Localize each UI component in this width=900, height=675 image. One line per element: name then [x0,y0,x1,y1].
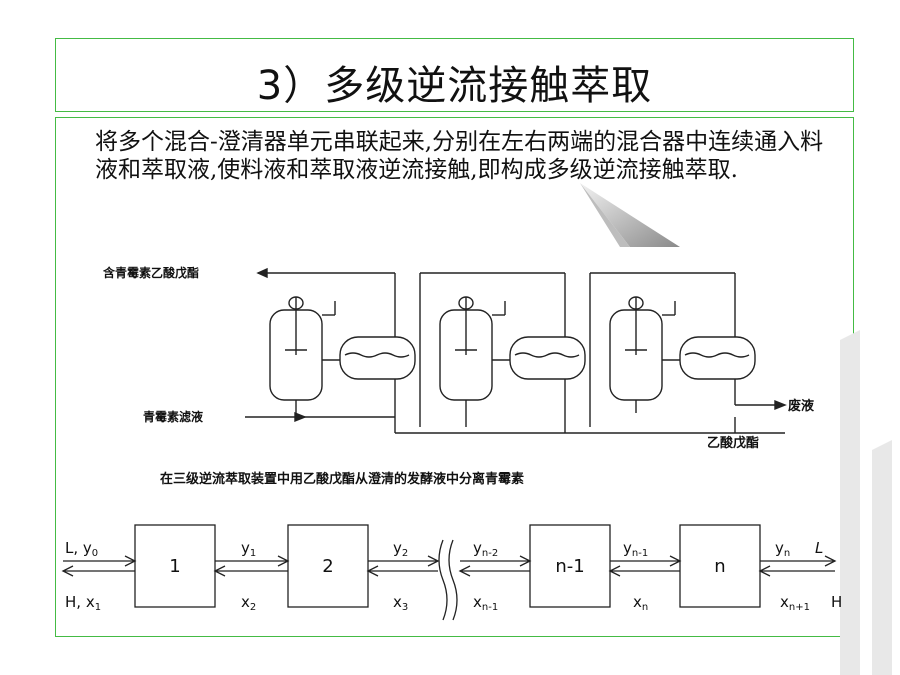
stage-2-label: 2 [322,556,333,577]
stage-1-box [134,524,216,608]
stage-n1-label: n-1 [555,556,584,577]
yn1-label: y [623,539,632,557]
label-solvent: 乙酸戊酯 [707,435,759,451]
stage-n-box [679,524,761,608]
countercurrent-flow-diagram: 1 2 n-1 n L, y0 H, x1 y1 x2 y2 x3 yn-2 x… [61,524,842,621]
left-top-label: L, y [65,539,92,557]
y2-label: y [393,539,402,557]
xn1-label: x [473,593,482,611]
svg-text:yn-2: yn-2 [473,539,498,559]
svg-text:H, x1: H, x1 [65,593,101,613]
label-waste: 废液 [788,398,814,414]
svg-text:xn-1: xn-1 [473,593,498,613]
label-penicillin-ester: 含青霉素乙酸戊酯 [103,265,199,280]
extraction-equipment-diagram: 含青霉素乙酸戊酯 青霉素滤液 废液 乙酸戊酯 在三级逆流萃取装置中用乙酸戊酯从澄… [103,265,814,487]
y1-label: y [241,539,250,557]
title-box: 3）多级逆流接触萃取 [55,38,854,112]
svg-text:xn+1: xn+1 [780,593,810,613]
yn2-label: y [473,539,482,557]
stage-n1-box [529,524,611,608]
svg-text:x3: x3 [393,593,408,613]
xnp1-label: x [780,593,789,611]
content-box [55,117,854,637]
svg-text:y1: y1 [241,539,256,559]
svg-text:x2: x2 [241,593,256,613]
page-title: 3）多级逆流接触萃取 [256,63,653,109]
decorative-side-stripe [840,330,892,675]
label-filtrate: 青霉素滤液 [143,409,203,424]
svg-text:y2: y2 [393,539,408,559]
right-L-label: L [815,539,823,557]
svg-text:yn: yn [775,539,790,559]
right-H-label: H [831,593,842,611]
left-bottom-label: H, x [65,593,95,611]
svg-text:xn: xn [633,593,648,613]
yn-label: y [775,539,784,557]
svg-text:yn-1: yn-1 [623,539,648,559]
svg-text:L, y0: L, y0 [65,539,98,559]
x3-label: x [393,593,402,611]
stage-1-label: 1 [169,556,180,577]
diagram-caption: 在三级逆流萃取装置中用乙酸戊酯从澄清的发酵液中分离青霉素 [160,471,524,487]
stage-n-label: n [714,556,725,577]
description-paragraph: 将多个混合-澄清器单元串联起来,分别在左右两端的混合器中连续通入料液和萃取液,使… [95,129,824,183]
stage-2-box [287,524,369,608]
decorative-arrow-shape [580,183,680,247]
xn-label: x [633,593,642,611]
x2-label: x [241,593,250,611]
